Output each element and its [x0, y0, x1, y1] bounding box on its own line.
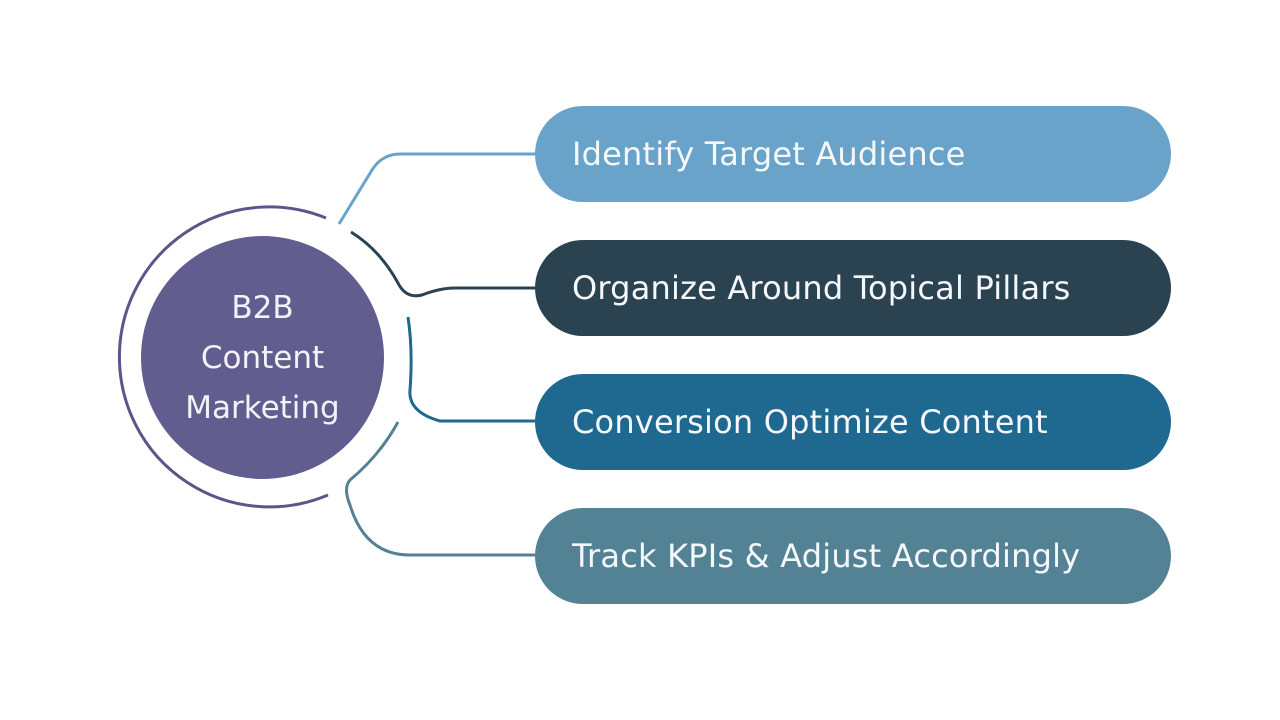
connector-2 [350, 230, 535, 298]
center-node: B2B Content Marketing [141, 236, 384, 479]
branch-identify-target-audience: Identify Target Audience [535, 106, 1171, 202]
branch-label: Track KPIs & Adjust Accordingly [572, 537, 1081, 575]
center-line-3: Marketing [185, 389, 340, 426]
center-line-2: Content [200, 339, 325, 376]
center-ring [117, 205, 329, 509]
branch-track-kpis: Track KPIs & Adjust Accordingly [535, 508, 1171, 604]
branch-label: Identify Target Audience [572, 135, 966, 173]
branch-organize-around-topical-pillars: Organize Around Topical Pillars [535, 240, 1171, 336]
connector-4 [345, 421, 535, 557]
branch-label: Organize Around Topical Pillars [572, 269, 1071, 307]
center-node-label: B2B Content Marketing [185, 283, 340, 433]
connector-1 [337, 152, 535, 225]
connector-3 [406, 316, 535, 423]
branch-label: Conversion Optimize Content [572, 403, 1048, 441]
center-line-1: B2B [231, 289, 294, 326]
branch-conversion-optimize-content: Conversion Optimize Content [535, 374, 1171, 470]
